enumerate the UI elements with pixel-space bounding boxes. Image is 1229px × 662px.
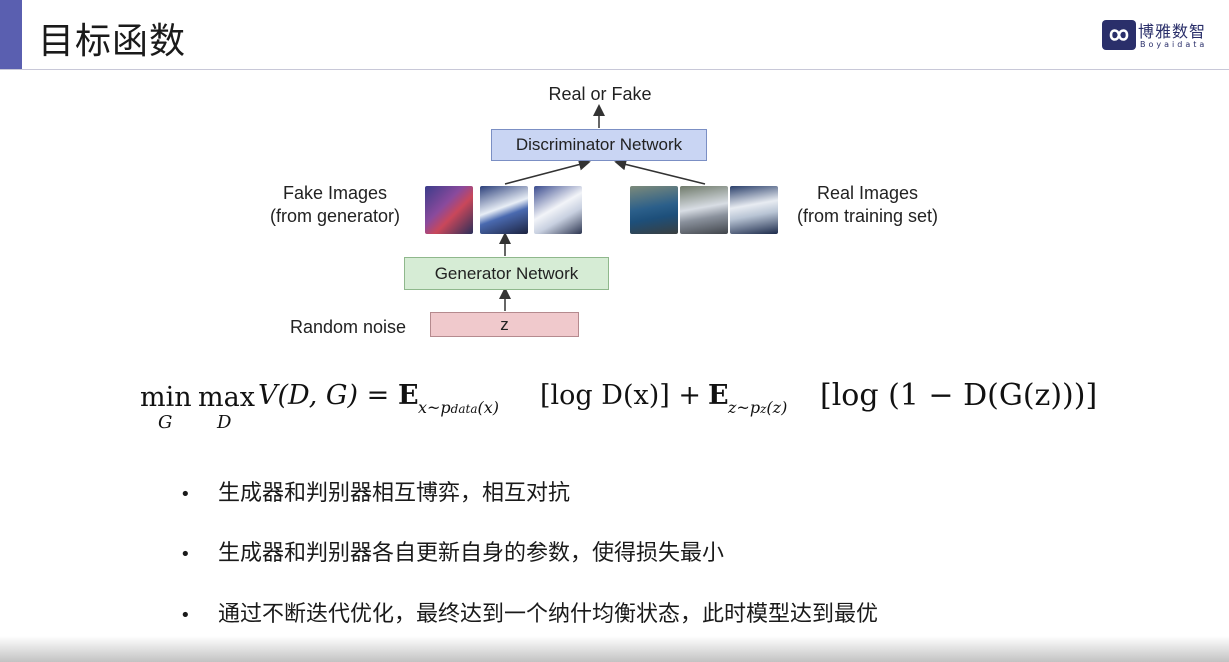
random-noise-label: Random noise (289, 317, 407, 337)
real-image-1 (630, 186, 678, 234)
bullet-dot: • (180, 605, 191, 626)
formula-max-sub: D (217, 412, 232, 433)
formula-sub-1: x~pdata(x) (418, 398, 499, 417)
formula-lhs: V(D, G) = (258, 380, 390, 411)
logo-subtitle: Boyaidata (1140, 40, 1208, 49)
formula-min: min (140, 382, 192, 413)
slide-title: 目标函数 (38, 21, 187, 62)
noise-z-box: z (430, 312, 579, 337)
title-divider (0, 69, 1229, 70)
gan-diagram: Real or Fake Discriminator Network Fake … (255, 84, 950, 337)
real-image-3 (730, 186, 778, 234)
bullet-item-1: •生成器和判别器相互博弈，相互对抗 (180, 481, 571, 506)
fake-image-1 (425, 186, 473, 234)
infinity-logo-icon (1102, 20, 1136, 50)
formula-sub-2: z~pz(z) (728, 398, 788, 417)
formula-term-2: [log (1 − D(G(z)))] (820, 378, 1098, 413)
real-label-line2: (from training set) (796, 206, 939, 226)
discriminator-box: Discriminator Network (491, 129, 707, 161)
diagram-arrows (499, 104, 706, 311)
brand-logo: 博雅数智 Boyaidata (1102, 18, 1222, 54)
formula-expect-1: E (398, 380, 419, 411)
formula-min-sub: G (158, 412, 173, 433)
fake-image-2 (480, 186, 528, 234)
gan-objective-formula: min G max D V(D, G) = E x~pdata(x) [log … (140, 370, 1100, 433)
logo-name: 博雅数智 (1138, 22, 1207, 41)
fake-label-line1: Fake Images (282, 183, 388, 203)
formula-expect-2: E (708, 380, 729, 411)
fake-label-line2: (from generator) (269, 206, 401, 226)
real-image-2 (680, 186, 728, 234)
bullet-item-3: •通过不断迭代优化，最终达到一个纳什均衡状态，此时模型达到最优 (180, 602, 879, 627)
output-label: Real or Fake (548, 84, 652, 104)
arrow-real-to-disc (614, 158, 706, 185)
title-accent-bar (0, 0, 22, 69)
bottom-shadow (0, 636, 1229, 662)
real-images-label: Real Images (from training set) (785, 182, 950, 228)
real-label-line1: Real Images (816, 183, 919, 203)
bullet-dot: • (180, 484, 191, 505)
bullet-dot: • (180, 544, 191, 565)
fake-image-3 (534, 186, 582, 234)
arrow-fake-to-disc (504, 158, 591, 185)
fake-images-label: Fake Images (from generator) (255, 182, 415, 228)
generator-box: Generator Network (404, 257, 609, 290)
bullet-item-2: •生成器和判别器各自更新自身的参数，使得损失最小 (180, 541, 725, 566)
formula-term-1: [log D(x)] + (540, 380, 701, 411)
formula-max: max (198, 382, 255, 413)
